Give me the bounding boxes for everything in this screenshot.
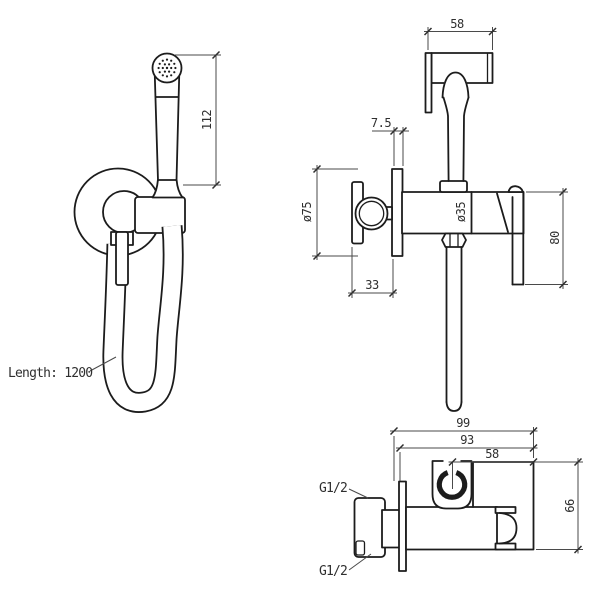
inlet-collar xyxy=(381,509,401,549)
inlet-notch xyxy=(355,540,366,556)
dim-handle-drop-label: 80 xyxy=(548,231,562,245)
dim-head-width-label: 58 xyxy=(450,17,464,31)
dim-overall-depth: 99 xyxy=(389,416,538,481)
dim-body-depth: 93 xyxy=(395,433,538,481)
dim-knob-depth-label: 33 xyxy=(365,278,379,292)
dim-head-width: 58 xyxy=(423,17,497,50)
wall-plate-bottom xyxy=(398,480,407,572)
dim-spray-height-label: 112 xyxy=(200,110,214,130)
dim-plate-offset-label: 7.5 xyxy=(371,116,391,130)
inlet-bottom-callout: G1/2 xyxy=(319,553,372,579)
shower-hose-loop xyxy=(102,225,184,413)
handle-cone xyxy=(151,179,184,199)
sprayer-head-side xyxy=(424,52,494,114)
front-view: 112 Length: 1200 xyxy=(8,50,221,413)
hose-length-note: Length: 1200 xyxy=(8,356,117,381)
hose-nut xyxy=(441,232,467,248)
sprayer-handle-front xyxy=(153,75,181,182)
dim-knob-depth: 33 xyxy=(347,247,398,298)
lever-bar xyxy=(115,231,129,286)
knob-hub-inner xyxy=(358,200,385,227)
dim-spray-height: 112 xyxy=(175,50,221,190)
dim-overall-depth-label: 99 xyxy=(456,416,470,430)
handle-pivot-dome xyxy=(507,185,524,193)
valve-cap-top xyxy=(494,506,518,551)
handle-lever-side xyxy=(511,191,525,286)
inlet-block xyxy=(353,497,386,558)
inlet-top-callout: G1/2 xyxy=(319,481,369,499)
bottom-view: 99 93 58 66 G1/2 xyxy=(319,416,583,579)
dim-body-depth-label: 93 xyxy=(460,433,474,447)
dim-plate-offset: 7.5 xyxy=(371,116,409,166)
wall-plate-side xyxy=(391,168,404,257)
spray-nozzle-face xyxy=(157,58,177,78)
clip-ring xyxy=(436,470,468,500)
dim-plate-diameter-label: ø75 xyxy=(300,202,314,222)
dim-holder-offset: 58 xyxy=(448,447,538,489)
side-view: 58 7.5 ø75 33 ø35 xyxy=(300,17,568,412)
spray-face-side xyxy=(424,52,433,114)
sprayer-handle-side xyxy=(442,96,470,182)
sprayer-collar-side xyxy=(439,180,468,193)
hose-length-label: Length: 1200 xyxy=(8,366,92,381)
dim-height: 66 xyxy=(536,457,583,554)
valve-knob-side xyxy=(351,181,393,245)
dim-body-diameter-label: ø35 xyxy=(454,202,468,222)
inlet-bottom-label: G1/2 xyxy=(319,564,347,579)
dim-handle-drop: 80 xyxy=(525,187,568,289)
knob-hub-outer xyxy=(354,196,389,231)
handle-mount-diagonal xyxy=(496,192,509,233)
inlet-top-label: G1/2 xyxy=(319,481,347,496)
dim-holder-offset-label: 58 xyxy=(485,447,499,461)
dim-plate-diameter: ø75 xyxy=(300,164,358,261)
dim-height-label: 66 xyxy=(563,499,577,513)
hose-straight-side xyxy=(445,246,463,412)
